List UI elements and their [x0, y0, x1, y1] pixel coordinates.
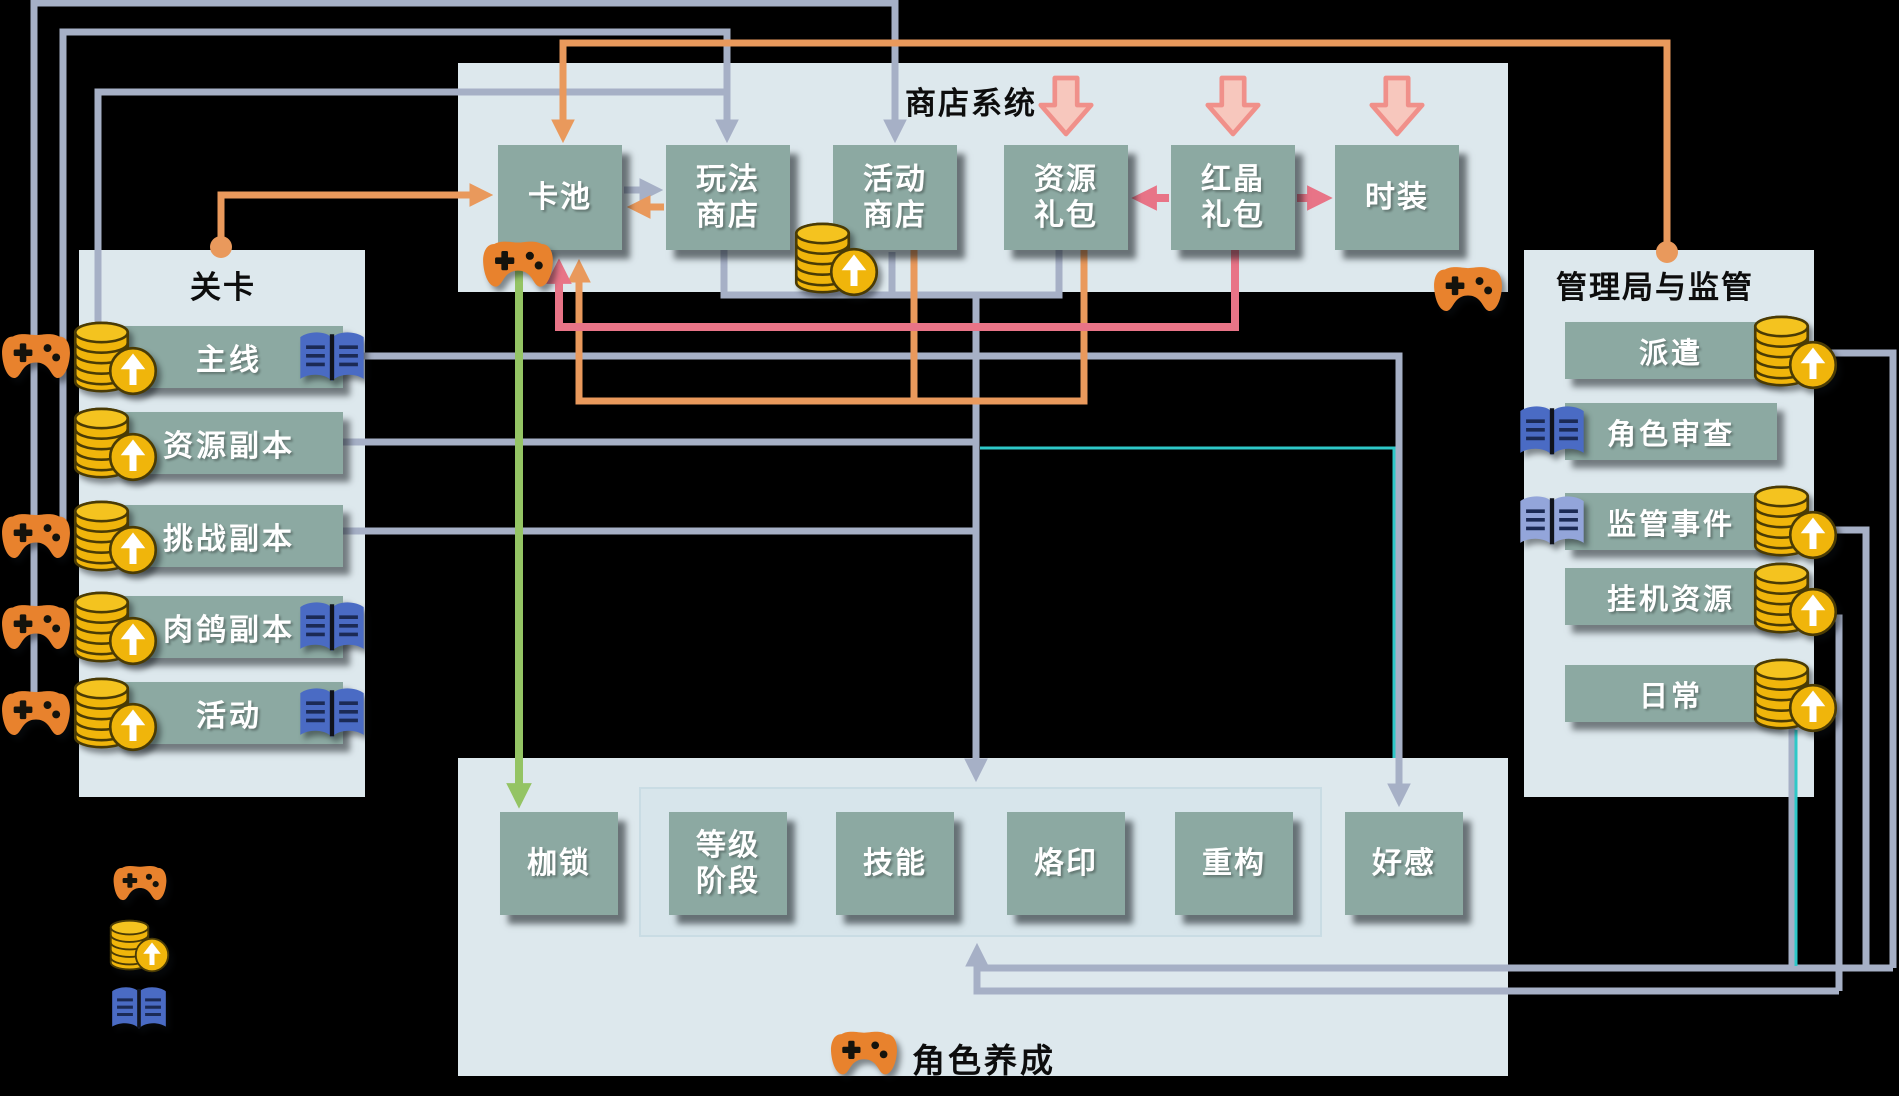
- node-activity-shop: 活动商店: [833, 145, 957, 250]
- coins-icon: [1746, 556, 1838, 640]
- node-brand: 烙印: [1007, 812, 1125, 915]
- stages-panel-title: 关卡: [190, 270, 256, 305]
- coins-icon: [104, 915, 170, 975]
- gamepad-icon: [0, 330, 72, 382]
- spend-arrow-crystal-gift: [1208, 78, 1258, 134]
- coins-icon: [66, 401, 158, 485]
- wire-stages-to-play-shop: [59, 28, 739, 533]
- wire-mainline-to-affection: [360, 352, 1411, 808]
- growth-panel-title: 角色养成: [912, 1042, 1056, 1079]
- book-icon: [1516, 402, 1588, 462]
- node-resource-gift: 资源礼包: [1004, 145, 1128, 250]
- orange-endpoint-dot-bureau: [1656, 241, 1678, 263]
- shop-panel: [458, 63, 1508, 292]
- gamepad-icon: [112, 862, 168, 904]
- coins-icon: [1746, 309, 1838, 393]
- node-outfit: 时装: [1335, 145, 1459, 250]
- node-play-shop: 玩法商店: [666, 145, 790, 250]
- bureau-row-regulation: 监管事件: [1565, 493, 1777, 550]
- gamepad-icon: [0, 687, 72, 739]
- wire-stages-to-pool: [217, 183, 494, 247]
- coins-icon: [787, 216, 879, 300]
- book-icon: [296, 328, 368, 388]
- node-skill: 技能: [836, 812, 954, 915]
- gamepad-icon: [1432, 259, 1504, 319]
- coins-icon: [66, 315, 158, 399]
- gamepad-icon: [0, 601, 72, 653]
- node-rebuild: 重构: [1175, 812, 1293, 915]
- node-affection: 好感: [1345, 812, 1463, 915]
- node-card-pool: 卡池: [498, 145, 622, 250]
- book-icon: [296, 684, 368, 744]
- pink-wires: [546, 185, 1333, 331]
- bureau-panel-title: 管理局与监管: [1556, 270, 1754, 305]
- wire-teal-to-affection: [980, 446, 1396, 758]
- wire-dispatch-line: [1820, 349, 1897, 968]
- bureau-row-review: 角色审查: [1565, 403, 1777, 460]
- wire-return-bus-2: [965, 942, 1839, 995]
- wire-mainline-to-play-shop: [94, 88, 725, 356]
- coins-icon: [66, 494, 158, 578]
- spend-arrow-outfit: [1372, 78, 1422, 134]
- node-shackle: 枷锁: [500, 812, 618, 915]
- spend-arrow-resource-gift: [1041, 78, 1091, 134]
- node-level-stage: 等级阶段: [669, 812, 787, 915]
- shop-panel-title: 商店系统: [905, 86, 1037, 121]
- bureau-row-dispatch: 派遣: [1565, 322, 1777, 379]
- coins-icon: [66, 585, 158, 669]
- gamepad-icon: [481, 233, 555, 295]
- wire-bureau-to-pool: [551, 39, 1671, 252]
- wire-crystal-to-pool: [546, 250, 1239, 331]
- bureau-row-idle: 挂机资源: [1565, 568, 1777, 625]
- book-icon: [296, 598, 368, 658]
- book-icon: [108, 984, 170, 1034]
- coins-icon: [1746, 652, 1838, 736]
- teal-wires: [980, 446, 1798, 966]
- gamepad-icon: [829, 1026, 899, 1080]
- gamepad-icon: [0, 510, 72, 562]
- node-crystal-gift: 红晶礼包: [1171, 145, 1295, 250]
- bureau-row-daily: 日常: [1565, 665, 1777, 722]
- orange-endpoint-dot-stages: [210, 236, 232, 258]
- coins-icon: [66, 671, 158, 755]
- book-icon: [1516, 492, 1588, 552]
- coins-icon: [1746, 479, 1838, 563]
